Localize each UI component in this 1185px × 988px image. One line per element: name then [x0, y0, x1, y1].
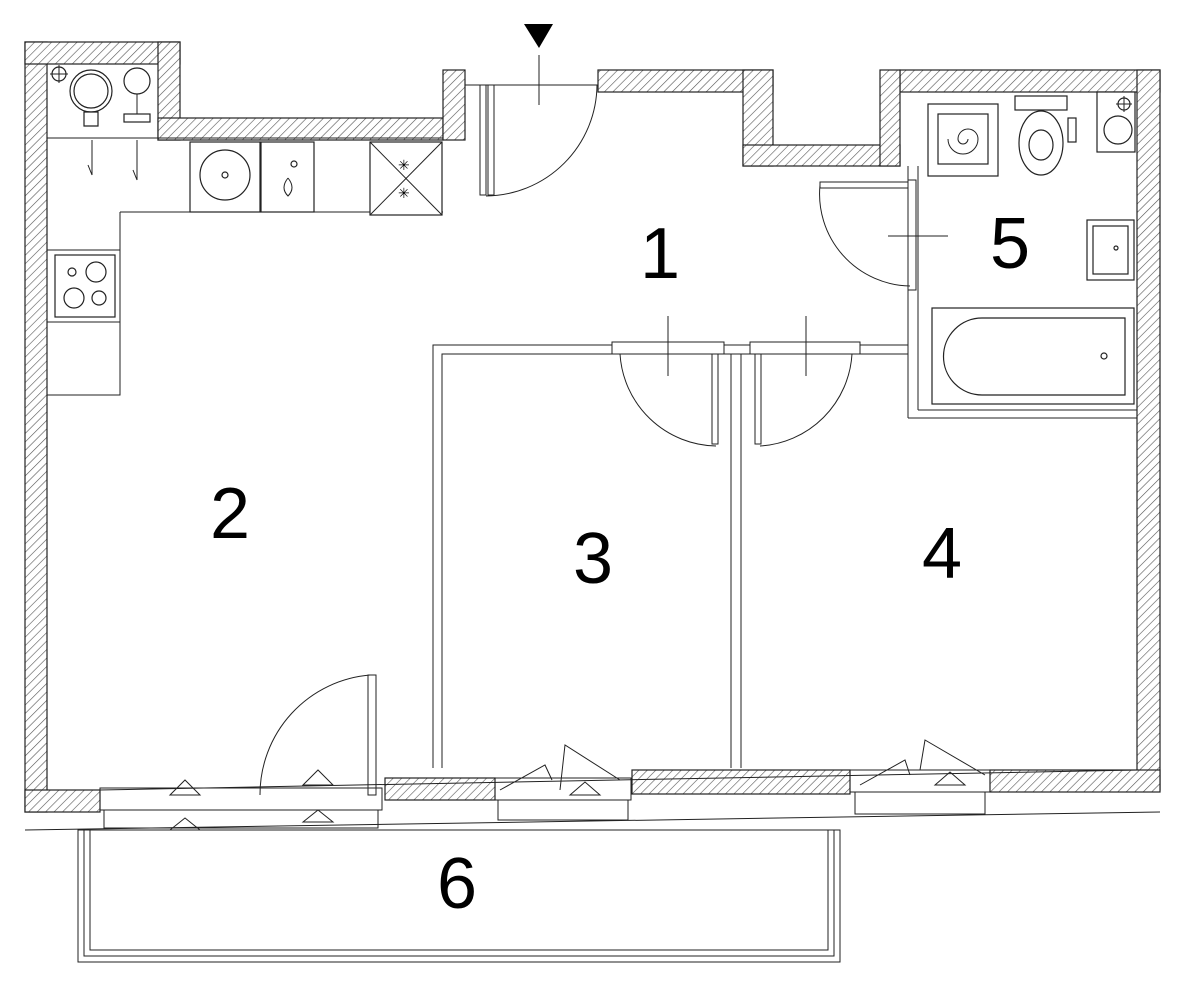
stove-icon: [54, 254, 116, 318]
bathroom-fixtures: [927, 91, 1136, 405]
balcony: [77, 829, 841, 963]
sink-icon: [189, 141, 261, 213]
entrance-arrow: [524, 24, 553, 48]
washer-icon: [927, 103, 999, 177]
room-label-2: 2: [210, 474, 250, 554]
riser-icon-bath: [1096, 91, 1136, 153]
door-axis-marks: [538, 55, 948, 376]
room-label-6: 6: [437, 844, 477, 924]
room-label-3: 3: [573, 519, 613, 599]
boiler-icon: [69, 67, 151, 127]
washer-icon-kitchen: ✳ ✳: [369, 141, 443, 216]
windows: [99, 739, 991, 831]
bathtub-icon: [931, 307, 1135, 405]
room-label-4: 4: [922, 514, 962, 594]
svg-text:✳: ✳: [398, 157, 410, 173]
svg-text:✳: ✳: [398, 185, 410, 201]
basin-icon: [1086, 219, 1135, 281]
room-labels: 1 2 3 4 5 6: [210, 204, 1030, 924]
kitchen-fixtures: ✳ ✳: [50, 65, 443, 318]
room-label-5: 5: [990, 204, 1030, 284]
room-label-1: 1: [640, 214, 680, 294]
riser-icon: [50, 65, 68, 83]
water-icon: [260, 141, 315, 213]
toilet-icon: [1014, 95, 1077, 176]
doors: [259, 84, 917, 796]
fan-icon: [87, 140, 138, 181]
